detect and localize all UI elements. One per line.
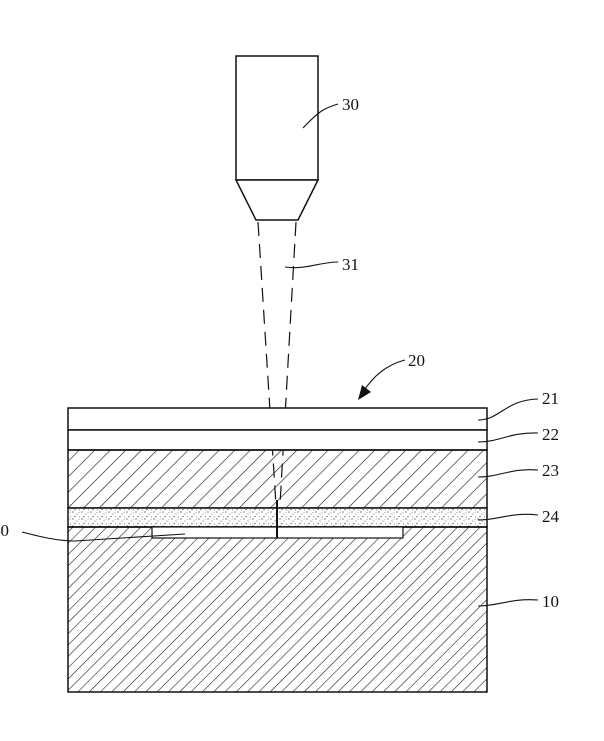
label-21: 21: [542, 389, 559, 408]
label-31: 31: [342, 255, 359, 274]
substrate-10: [68, 527, 487, 692]
label-40: 40: [0, 521, 9, 540]
label-10: 10: [542, 592, 559, 611]
layer-23: [68, 450, 487, 508]
laser-nozzle: [236, 56, 318, 220]
label-22: 22: [542, 425, 559, 444]
label-20: 20: [408, 351, 425, 370]
label-24: 24: [542, 507, 560, 526]
layer-22: [68, 430, 487, 450]
layer-21: [68, 408, 487, 430]
label-23: 23: [542, 461, 559, 480]
label-30: 30: [342, 95, 359, 114]
arrow-head: [358, 385, 371, 400]
